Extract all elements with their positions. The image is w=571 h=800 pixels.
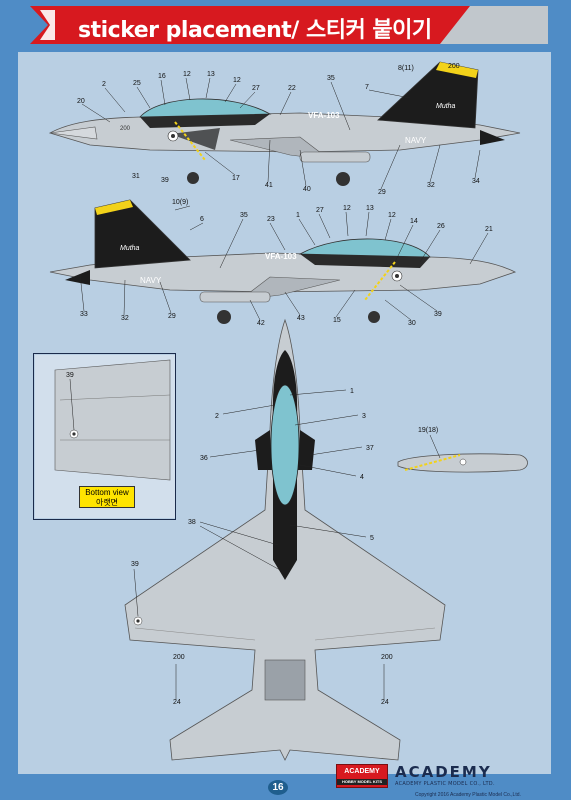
inset-frame: [33, 353, 176, 520]
marking-navy-bottom: NAVY: [140, 276, 162, 285]
header: sticker placement/ 스티커 붙이기: [0, 0, 571, 52]
callout-27b: 27: [316, 207, 324, 214]
callout-2: 2: [102, 81, 106, 88]
callout-8-11: 8(11): [398, 65, 414, 72]
academy-badge-sub: HOBBY MODEL KITS: [337, 779, 387, 785]
callout-6: 6: [200, 216, 204, 223]
copyright: Copyright 2016 Academy Plastic Model Co.…: [415, 792, 521, 798]
callout-29a: 29: [378, 189, 386, 196]
header-banner: [0, 0, 571, 52]
callout-5: 5: [370, 535, 374, 542]
callouts-top-view: 1 2 3 36 37 4 19(18) 38 5 39 24 24: [131, 388, 438, 706]
academy-badge-text: ACADEMY: [344, 768, 380, 775]
callout-12a: 12: [183, 71, 191, 78]
callout-37: 37: [366, 445, 374, 452]
callout-200-tail: 200: [448, 63, 460, 70]
marking-200-nose: 200: [120, 126, 131, 132]
marking-vfa-bottom: VFA-103: [265, 252, 297, 261]
marking-navy-top: NAVY: [405, 136, 427, 145]
callout-1a: 1: [296, 212, 300, 219]
callout-36: 36: [200, 455, 208, 462]
callout-24b: 24: [381, 699, 389, 706]
fuel-tank-detail: [397, 434, 528, 473]
aircraft-top-view: [124, 318, 446, 761]
bottom-view-label-en: Bottom view: [85, 488, 129, 497]
academy-logo-text: ACADEMY: [395, 763, 492, 781]
marking-mutha-bottom: Mutha: [120, 245, 140, 252]
callout-33: 33: [80, 311, 88, 318]
callout-32a: 32: [427, 182, 435, 189]
callout-7: 7: [365, 84, 369, 91]
academy-logo: ACADEMY ACADEMY PLASTIC MODEL CO., LTD.: [395, 763, 495, 787]
marking-mutha-top: Mutha: [436, 103, 456, 110]
callout-29b: 29: [168, 313, 176, 320]
callout-39d: 39: [131, 561, 139, 568]
aircraft-side-view-left: [48, 61, 521, 186]
callout-40: 40: [303, 186, 311, 193]
callout-22: 22: [288, 85, 296, 92]
academy-logo-sub: ACADEMY PLASTIC MODEL CO., LTD.: [395, 781, 495, 787]
callout-24a: 24: [173, 699, 181, 706]
callout-31: 31: [132, 173, 140, 180]
callout-41: 41: [265, 182, 273, 189]
callout-21: 21: [485, 226, 493, 233]
bottom-view-label: Bottom view 아랫면: [79, 486, 135, 508]
aircraft-side-view-right: [49, 199, 517, 324]
callout-30: 30: [408, 320, 416, 327]
callout-39b: 39: [434, 311, 442, 318]
callout-34: 34: [472, 178, 480, 185]
callout-43: 43: [297, 315, 305, 322]
callout-39a: 39: [161, 177, 169, 184]
callout-26: 26: [437, 223, 445, 230]
page-number: 16: [268, 780, 288, 795]
callout-13b: 13: [366, 205, 374, 212]
callout-20: 20: [77, 98, 85, 105]
marking-vfa-top: VFA-103: [308, 111, 340, 120]
callout-15: 15: [333, 317, 341, 324]
callout-3: 3: [362, 413, 366, 420]
callout-35b: 35: [240, 212, 248, 219]
callout-12d: 12: [388, 212, 396, 219]
callout-16: 16: [158, 73, 166, 80]
callout-10-9: 10(9): [172, 199, 188, 206]
page-title: sticker placement/ 스티커 붙이기: [78, 18, 432, 43]
callout-12c: 12: [343, 205, 351, 212]
callout-12b: 12: [233, 77, 241, 84]
callout-39c: 39: [66, 372, 74, 379]
callout-13a: 13: [207, 71, 215, 78]
callout-14: 14: [410, 218, 418, 225]
callouts-middle: 10(9) 6 35 23 1 27 12 13 12 14 26 21 33 …: [79, 199, 493, 327]
callout-42: 42: [257, 320, 265, 327]
bottom-view-label-kr: 아랫면: [95, 498, 119, 507]
callout-17: 17: [232, 175, 240, 182]
callouts-top: 8(11) 200 7 35 2 25 16 12 13 12 27 22 20…: [77, 63, 481, 196]
callout-38: 38: [188, 519, 196, 526]
marking-200-wing-left: 200: [173, 654, 185, 661]
callout-32b: 32: [121, 315, 129, 322]
callout-2b: 2: [215, 413, 219, 420]
callout-23: 23: [267, 216, 275, 223]
callout-4: 4: [360, 474, 364, 481]
callout-35a: 35: [327, 75, 335, 82]
marking-200-wing-right: 200: [381, 654, 393, 661]
academy-badge: ACADEMY HOBBY MODEL KITS: [336, 764, 388, 788]
callout-25: 25: [133, 80, 141, 87]
callout-27a: 27: [252, 85, 260, 92]
callout-1b: 1: [350, 388, 354, 395]
callout-19-18: 19(18): [418, 427, 438, 434]
